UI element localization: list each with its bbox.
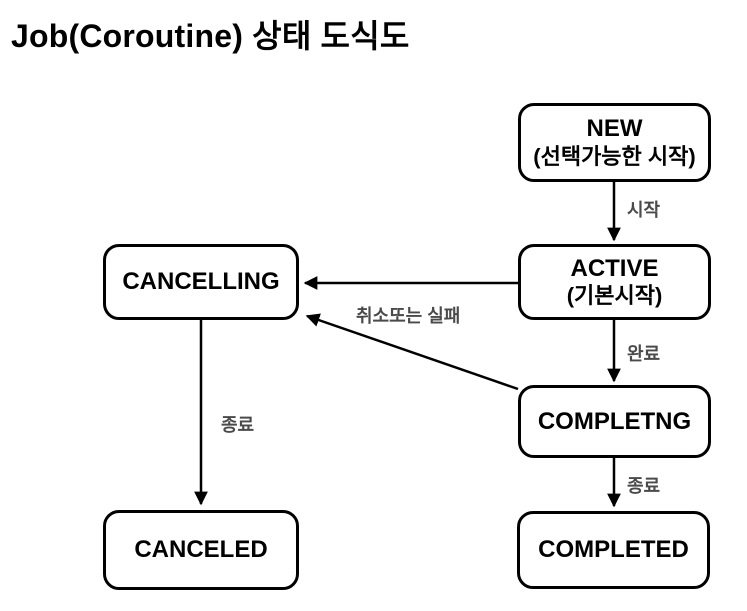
state-node-completed-label: COMPLETED (538, 536, 689, 564)
arrow-completng-to-cancelling (305, 313, 519, 391)
page-title: Job(Coroutine) 상태 도식도 (11, 18, 410, 54)
state-node-completng: COMPLETNG (518, 385, 711, 458)
edge-label-complete: 완료 (627, 344, 661, 364)
state-node-cancelling: CANCELLING (103, 244, 299, 320)
state-node-completng-label: COMPLETNG (537, 407, 692, 435)
edge-label-end-left: 종료 (221, 415, 255, 435)
state-node-new-sublabel: (선택가능한 시작) (533, 143, 696, 169)
state-node-new-label: NEW (586, 115, 643, 143)
state-node-cancelling-label: CANCELLING (122, 268, 280, 296)
state-node-canceled: CANCELED (103, 510, 299, 590)
state-node-active: ACTIVE (기본시작) (518, 244, 711, 320)
edge-label-start: 시작 (627, 200, 661, 220)
edge-label-cancel-or-fail: 취소또는 실패 (356, 306, 461, 326)
edge-label-end-right: 종료 (627, 476, 661, 496)
state-node-active-sublabel: (기본시작) (566, 283, 663, 309)
state-node-new: NEW (선택가능한 시작) (518, 103, 711, 182)
state-node-completed: COMPLETED (517, 511, 710, 589)
state-node-active-label: ACTIVE (570, 254, 659, 282)
state-node-canceled-label: CANCELED (134, 536, 268, 564)
